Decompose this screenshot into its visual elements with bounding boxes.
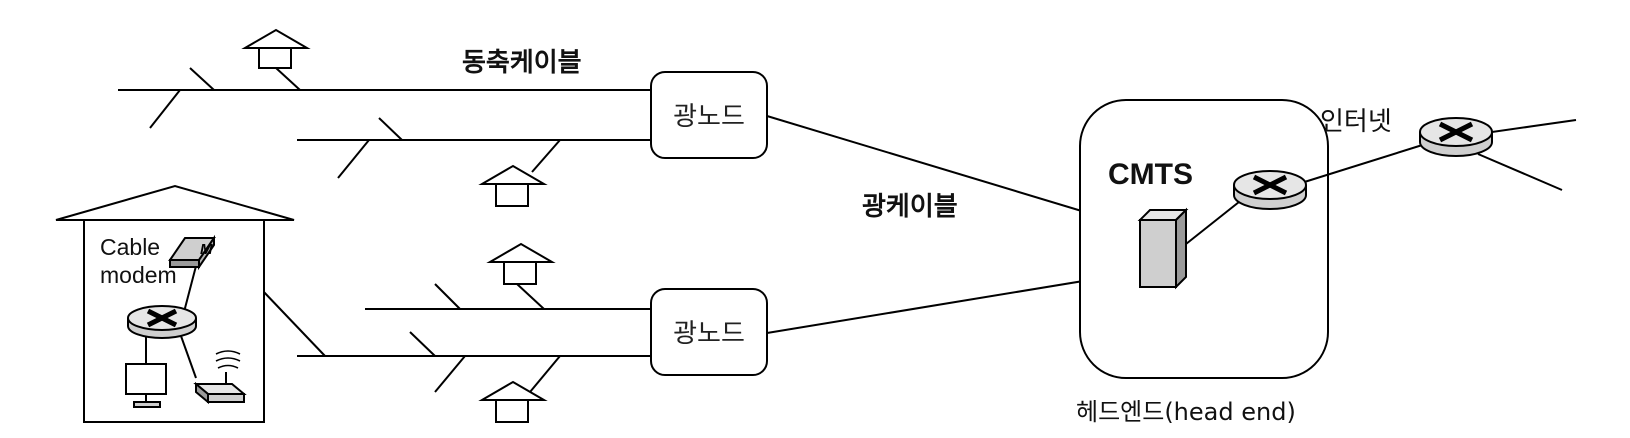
house-icon: [478, 164, 548, 207]
cable-modem-label-line1: Cable: [100, 234, 161, 260]
house-icon: [241, 28, 311, 69]
coax-tree-top: [118, 67, 651, 179]
optical-node-bottom-label: 광노드: [673, 319, 745, 349]
house-icon: [478, 380, 548, 423]
head-end-box: [1079, 99, 1329, 379]
router-icon: [127, 305, 197, 339]
cmts-server-icon: [1137, 207, 1189, 290]
home-wiring: [145, 265, 197, 379]
cmts-label: CMTS: [1108, 158, 1193, 191]
modem-badge: M: [200, 241, 213, 258]
wifi-access-point-icon: [193, 350, 247, 405]
fiber-cable-label: 광케이블: [862, 192, 958, 222]
optical-node-top: [650, 71, 768, 159]
headend-links: [1185, 119, 1577, 245]
coax-tree-bottom: [219, 245, 651, 393]
house-icon: [486, 242, 556, 285]
cable-modem-label-line2: modem: [100, 262, 177, 288]
monitor-icon: [125, 363, 167, 408]
router-icon: [1233, 170, 1307, 210]
fiber-links: [766, 115, 1139, 334]
customer-premises: [55, 184, 295, 423]
cable-modem-icon: [168, 234, 216, 271]
internet-label: 인터넷: [1320, 107, 1392, 137]
head-end-label: 헤드엔드(head end): [1076, 398, 1296, 426]
optical-node-top-label: 광노드: [673, 102, 745, 132]
coax-cable-label: 동축케이블: [462, 48, 582, 78]
router-icon: [1419, 117, 1493, 157]
